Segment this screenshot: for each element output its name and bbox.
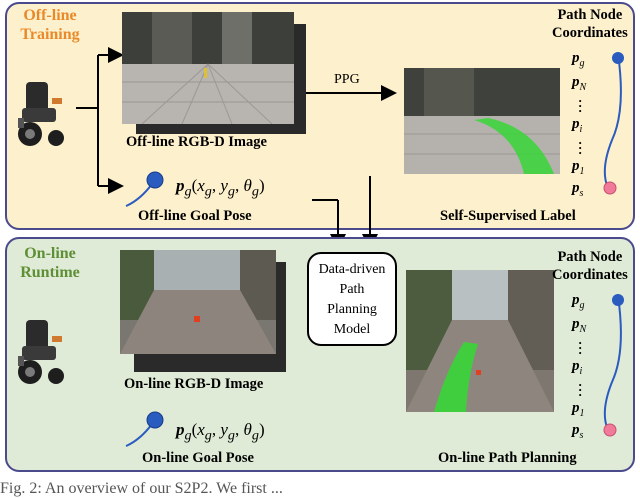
- title-line: Runtime: [20, 264, 80, 281]
- path-planning-model: Data-driven Path Planning Model: [307, 252, 397, 346]
- pose-sub: g: [184, 427, 192, 444]
- online-rgbd-image: [120, 250, 276, 354]
- online-goal-pose-formula: pg(xg, yg, θg): [176, 420, 265, 444]
- path-node-title: Path Node Coordinates: [552, 6, 628, 42]
- model-line: Data-driven: [318, 262, 386, 277]
- model-line: Model: [333, 322, 371, 337]
- online-image-label: On-line RGB-D Image: [124, 376, 264, 392]
- ppg-label: PPG: [334, 72, 360, 87]
- online-path-planning-label: On-line Path Planning: [438, 450, 577, 466]
- online-runtime-title: On-line Runtime: [10, 244, 90, 282]
- goal-pose-curve-icon: [125, 411, 164, 447]
- paren: ): [258, 176, 265, 195]
- title-line: Training: [20, 26, 80, 43]
- online-goal-label: On-line Goal Pose: [142, 450, 254, 466]
- path-curve-icon: [603, 294, 624, 437]
- paren: (: [191, 176, 198, 195]
- title-line: Coordinates: [552, 25, 628, 41]
- wheelchair-icon: [18, 320, 64, 384]
- self-supervised-label-image: [404, 68, 560, 174]
- figure-caption: Fig. 2: An overview of our S2P2. We firs…: [0, 480, 283, 497]
- pose-symbol: p: [176, 420, 185, 439]
- offline-goal-label: Off-line Goal Pose: [138, 208, 252, 224]
- node-pi: pi: [572, 116, 583, 135]
- vdots: ···: [578, 335, 583, 360]
- model-line: Planning: [327, 302, 377, 317]
- title-line: Off-line: [23, 7, 77, 24]
- online-path-planning-image: [406, 270, 554, 412]
- node-p1: p1: [572, 400, 585, 419]
- node-ps: ps: [572, 180, 584, 199]
- node-pg: pg: [572, 292, 585, 311]
- paren: (: [191, 420, 198, 439]
- node-pi: pi: [572, 358, 583, 377]
- node-pN: pN: [572, 316, 587, 335]
- title-line: Path Node: [557, 7, 623, 23]
- title-line: Path Node: [557, 249, 623, 265]
- offline-rgbd-image: [122, 12, 294, 124]
- title-line: Coordinates: [552, 267, 628, 283]
- paren: ): [258, 420, 265, 439]
- node-pg: pg: [572, 50, 585, 69]
- self-supervised-label: Self-Supervised Label: [440, 208, 576, 224]
- pose-sub: g: [184, 183, 192, 200]
- wheelchair-icon: [18, 82, 64, 146]
- offline-training-title: Off-line Training: [10, 6, 90, 44]
- vdots: ···: [578, 135, 583, 160]
- vdots: ···: [578, 93, 583, 118]
- goal-pose-curve-icon: [125, 171, 164, 207]
- title-line: On-line: [24, 245, 76, 262]
- offline-image-label: Off-line RGB-D Image: [126, 134, 267, 150]
- offline-goal-pose-formula: pg(xg, yg, θg): [176, 176, 265, 200]
- vdots: ···: [578, 377, 583, 402]
- model-line: Path: [339, 282, 365, 297]
- path-curve-icon: [603, 52, 624, 195]
- path-node-title: Path Node Coordinates: [552, 248, 628, 284]
- pose-symbol: p: [176, 176, 185, 195]
- node-pN: pN: [572, 74, 587, 93]
- node-p1: p1: [572, 158, 585, 177]
- node-ps: ps: [572, 422, 584, 441]
